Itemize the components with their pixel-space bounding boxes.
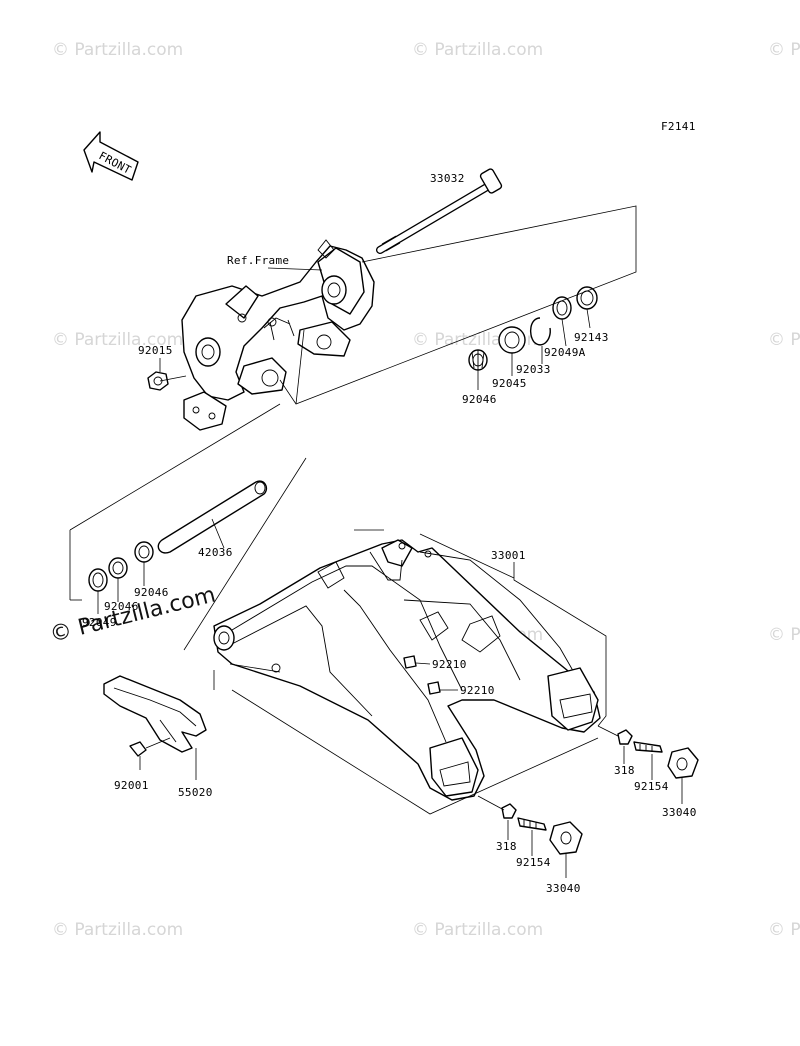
watermark: © Partzilla.com [768, 40, 800, 60]
watermark: © Partzilla.com [52, 40, 183, 60]
watermark: © Partzilla.com [768, 330, 800, 350]
adjuster-bolt-92154-right [633, 741, 663, 753]
label-92154-right: 92154 [634, 780, 669, 793]
watermark: © Partzilla.com [412, 920, 543, 940]
watermark: © Partzilla.com [768, 625, 800, 645]
nut-318-bottom [501, 803, 517, 819]
label-92001: 92001 [114, 779, 149, 792]
label-92033: 92033 [516, 363, 551, 376]
front-arrow-icon: FRONT [83, 131, 139, 181]
block-33040-bottom [549, 821, 583, 855]
seal-92049A [552, 296, 572, 320]
label-92046-left-a: 92046 [134, 586, 169, 599]
label-92154-bottom: 92154 [516, 856, 551, 869]
bolt-92210-a [403, 655, 417, 669]
label-92049A: 92049A [544, 346, 586, 359]
label-33032: 33032 [430, 172, 465, 185]
bolt-92001 [129, 741, 147, 757]
label-318-bottom: 318 [496, 840, 517, 853]
swingarm-33001 [213, 539, 601, 801]
chain-guard-55020 [103, 675, 207, 753]
collar-92143 [576, 286, 598, 310]
label-42036: 42036 [198, 546, 233, 559]
bolt-92210-b [427, 681, 441, 695]
circlip-92033 [529, 317, 551, 346]
label-33040-bottom: 33040 [546, 882, 581, 895]
adjuster-bolt-92154-bottom [517, 817, 547, 831]
watermark: © Partzilla.com [52, 330, 183, 350]
watermark: © Partzilla.com [768, 920, 800, 940]
watermark: © Partzilla.com [52, 920, 183, 940]
label-33040-right: 33040 [662, 806, 697, 819]
label-92210-a: 92210 [432, 658, 467, 671]
label-55020: 55020 [178, 786, 213, 799]
bearing-92046-left-b [108, 557, 128, 579]
label-92210-b: 92210 [460, 684, 495, 697]
watermark-main: © Partzilla.com [47, 582, 218, 647]
nut-318-right [617, 729, 633, 745]
label-33001: 33001 [491, 549, 526, 562]
nut-92015 [147, 371, 169, 391]
label-92045: 92045 [492, 377, 527, 390]
bearing-92046-left-a [134, 541, 154, 563]
pivot-shaft-33032 [376, 168, 503, 254]
part-labels: 33032 92015 92143 92049A 92033 92045 920… [82, 172, 697, 895]
label-92049: 92049 [82, 616, 117, 629]
frame-assembly [181, 239, 375, 431]
watermark: © Partzilla.com [412, 40, 543, 60]
ref-frame-label: Ref.Frame [227, 254, 289, 267]
label-92143: 92143 [574, 331, 609, 344]
label-318-right: 318 [614, 764, 635, 777]
label-92015: 92015 [138, 344, 173, 357]
spacer-42036 [157, 480, 268, 554]
bearing-92046-top [468, 349, 488, 371]
seal-92049 [88, 568, 108, 592]
bearing-92045 [498, 326, 526, 354]
figure-code: F2141 [661, 120, 696, 133]
label-92046-top: 92046 [462, 393, 497, 406]
watermarks: © Partzilla.com © Partzilla.com © Partzi… [52, 40, 800, 940]
label-92046-left-b: 92046 [104, 600, 139, 613]
block-33040-right [667, 747, 699, 779]
